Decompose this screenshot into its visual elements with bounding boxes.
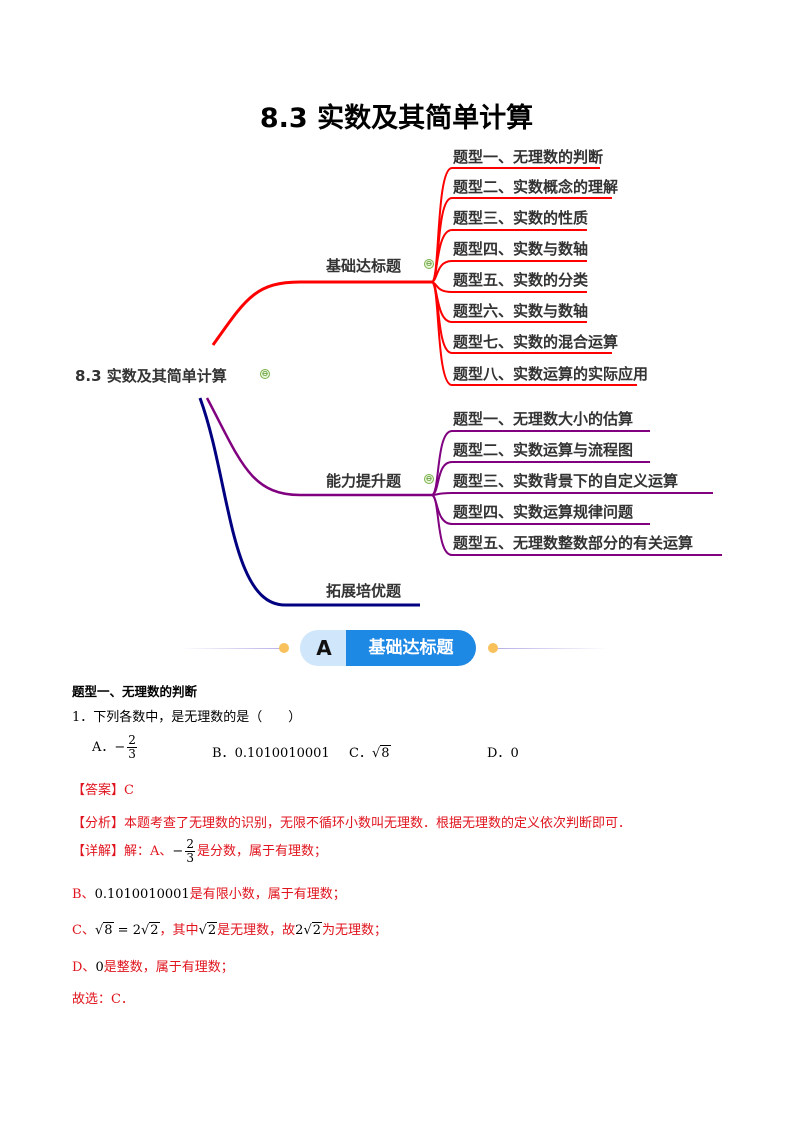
radicand: 2 xyxy=(206,922,218,938)
text: C、 xyxy=(72,923,95,938)
detail-label: 【详解】 xyxy=(72,844,125,859)
answer-label: 【答案】 xyxy=(72,783,125,798)
banner-line-right xyxy=(498,648,608,649)
mindmap-connectors xyxy=(198,167,722,607)
option-label: C． xyxy=(349,746,372,761)
value: 0 xyxy=(95,960,104,975)
text: B、 xyxy=(72,887,95,902)
branch-basic[interactable]: 基础达标题 xyxy=(326,257,402,275)
value: 0.1010010001 xyxy=(94,887,190,902)
mindmap-item[interactable]: 题型三、实数的性质 xyxy=(453,209,589,227)
text: 是分数，属于有理数； xyxy=(196,844,327,859)
radicand: 8 xyxy=(103,922,114,938)
sign: − xyxy=(172,844,184,859)
detail-line-b: B、0.1010010001是有限小数，属于有理数； xyxy=(72,883,346,902)
banner-dot-right xyxy=(488,643,498,653)
denominator: 3 xyxy=(128,747,136,761)
radicand: 8 xyxy=(380,745,391,761)
mindmap-item[interactable]: 题型一、无理数大小的估算 xyxy=(453,410,634,428)
math: 2√2 xyxy=(295,922,323,938)
option-c[interactable]: C．√8 xyxy=(349,745,391,761)
mindmap-item[interactable]: 题型一、无理数的判断 xyxy=(453,148,604,166)
text: 解：A、 xyxy=(124,844,173,859)
mindmap-item[interactable]: 题型八、实数运算的实际应用 xyxy=(453,365,649,383)
banner-line-left xyxy=(180,648,284,649)
detail-line-d: D、0是整数，属于有理数； xyxy=(72,956,234,975)
option-label: B． xyxy=(212,746,235,761)
radicand: 2 xyxy=(149,922,160,938)
branch-ability-lines xyxy=(205,397,722,556)
option-d[interactable]: D．0 xyxy=(487,742,519,761)
text: 是有限小数，属于有理数； xyxy=(189,887,346,902)
mindmap-item[interactable]: 题型五、实数的分类 xyxy=(453,271,589,289)
math: √8 = 2√2 xyxy=(94,922,160,938)
question-text: 1．下列各数中，是无理数的是（ ） xyxy=(72,710,302,725)
collapse-icon[interactable]: ⊖ xyxy=(424,474,434,484)
banner-letter: A xyxy=(300,630,348,666)
mindmap-item[interactable]: 题型二、实数运算与流程图 xyxy=(453,441,634,459)
page-title: 8.3 实数及其简单计算 xyxy=(259,103,534,134)
collapse-icon[interactable]: ⊖ xyxy=(260,369,270,379)
coefficient: 2 xyxy=(295,923,304,938)
collapse-icon[interactable]: ⊖ xyxy=(424,259,434,269)
analysis-label: 【分析】 xyxy=(72,816,125,831)
analysis-line: 【分析】本题考查了无理数的识别，无限不循环小数叫无理数．根据无理数的定义依次判断… xyxy=(72,812,631,831)
mindmap-item[interactable]: 题型四、实数与数轴 xyxy=(453,240,589,258)
mindmap-item[interactable]: 题型七、实数的混合运算 xyxy=(453,333,619,351)
numerator: 2 xyxy=(127,733,137,748)
option-label: D． xyxy=(487,746,511,761)
mindmap-root[interactable]: 8.3 实数及其简单计算 xyxy=(75,367,227,385)
text: 为无理数； xyxy=(322,923,388,938)
analysis-text: 本题考查了无理数的识别，无限不循环小数叫无理数．根据无理数的定义依次判断即可． xyxy=(124,816,632,831)
option-label: A． xyxy=(92,740,115,755)
denominator: 3 xyxy=(186,851,194,865)
text: D、 xyxy=(72,960,96,975)
mindmap-item[interactable]: 题型五、无理数整数部分的有关运算 xyxy=(453,534,694,552)
branch-ability[interactable]: 能力提升题 xyxy=(326,472,402,490)
text: 是整数，属于有理数； xyxy=(103,960,234,975)
mindmap-item[interactable]: 题型四、实数运算规律问题 xyxy=(453,503,634,521)
numerator: 2 xyxy=(185,837,195,852)
answer-value: C xyxy=(124,783,134,798)
mindmap-item[interactable]: 题型三、实数背景下的自定义运算 xyxy=(453,472,679,490)
radicand: 2 xyxy=(311,922,323,938)
equals: = 2 xyxy=(117,923,141,938)
section-heading: 题型一、无理数的判断 xyxy=(72,684,198,699)
conclusion-line: 故选：C． xyxy=(72,992,134,1007)
math: √2 xyxy=(198,922,218,938)
branch-basic-lines xyxy=(211,167,637,386)
detail-line-c: C、√8 = 2√2，其中√2是无理数，故2√2为无理数； xyxy=(72,919,387,938)
banner-label: 基础达标题 xyxy=(346,630,476,666)
option-value: 0.1010010001 xyxy=(234,746,330,761)
banner-dot-left xyxy=(279,643,289,653)
branch-advanced[interactable]: 拓展培优题 xyxy=(326,582,402,600)
mindmap-item[interactable]: 题型二、实数概念的理解 xyxy=(453,178,619,196)
mindmap-item[interactable]: 题型六、实数与数轴 xyxy=(453,302,589,320)
option-b[interactable]: B．0.1010010001 xyxy=(212,742,330,761)
text: ，其中 xyxy=(159,923,199,938)
answer-line: 【答案】C xyxy=(72,779,134,798)
option-value: 0 xyxy=(510,746,519,761)
sign: − xyxy=(114,740,126,755)
text: 是无理数，故 xyxy=(217,923,296,938)
branch-advanced-line xyxy=(198,397,420,607)
